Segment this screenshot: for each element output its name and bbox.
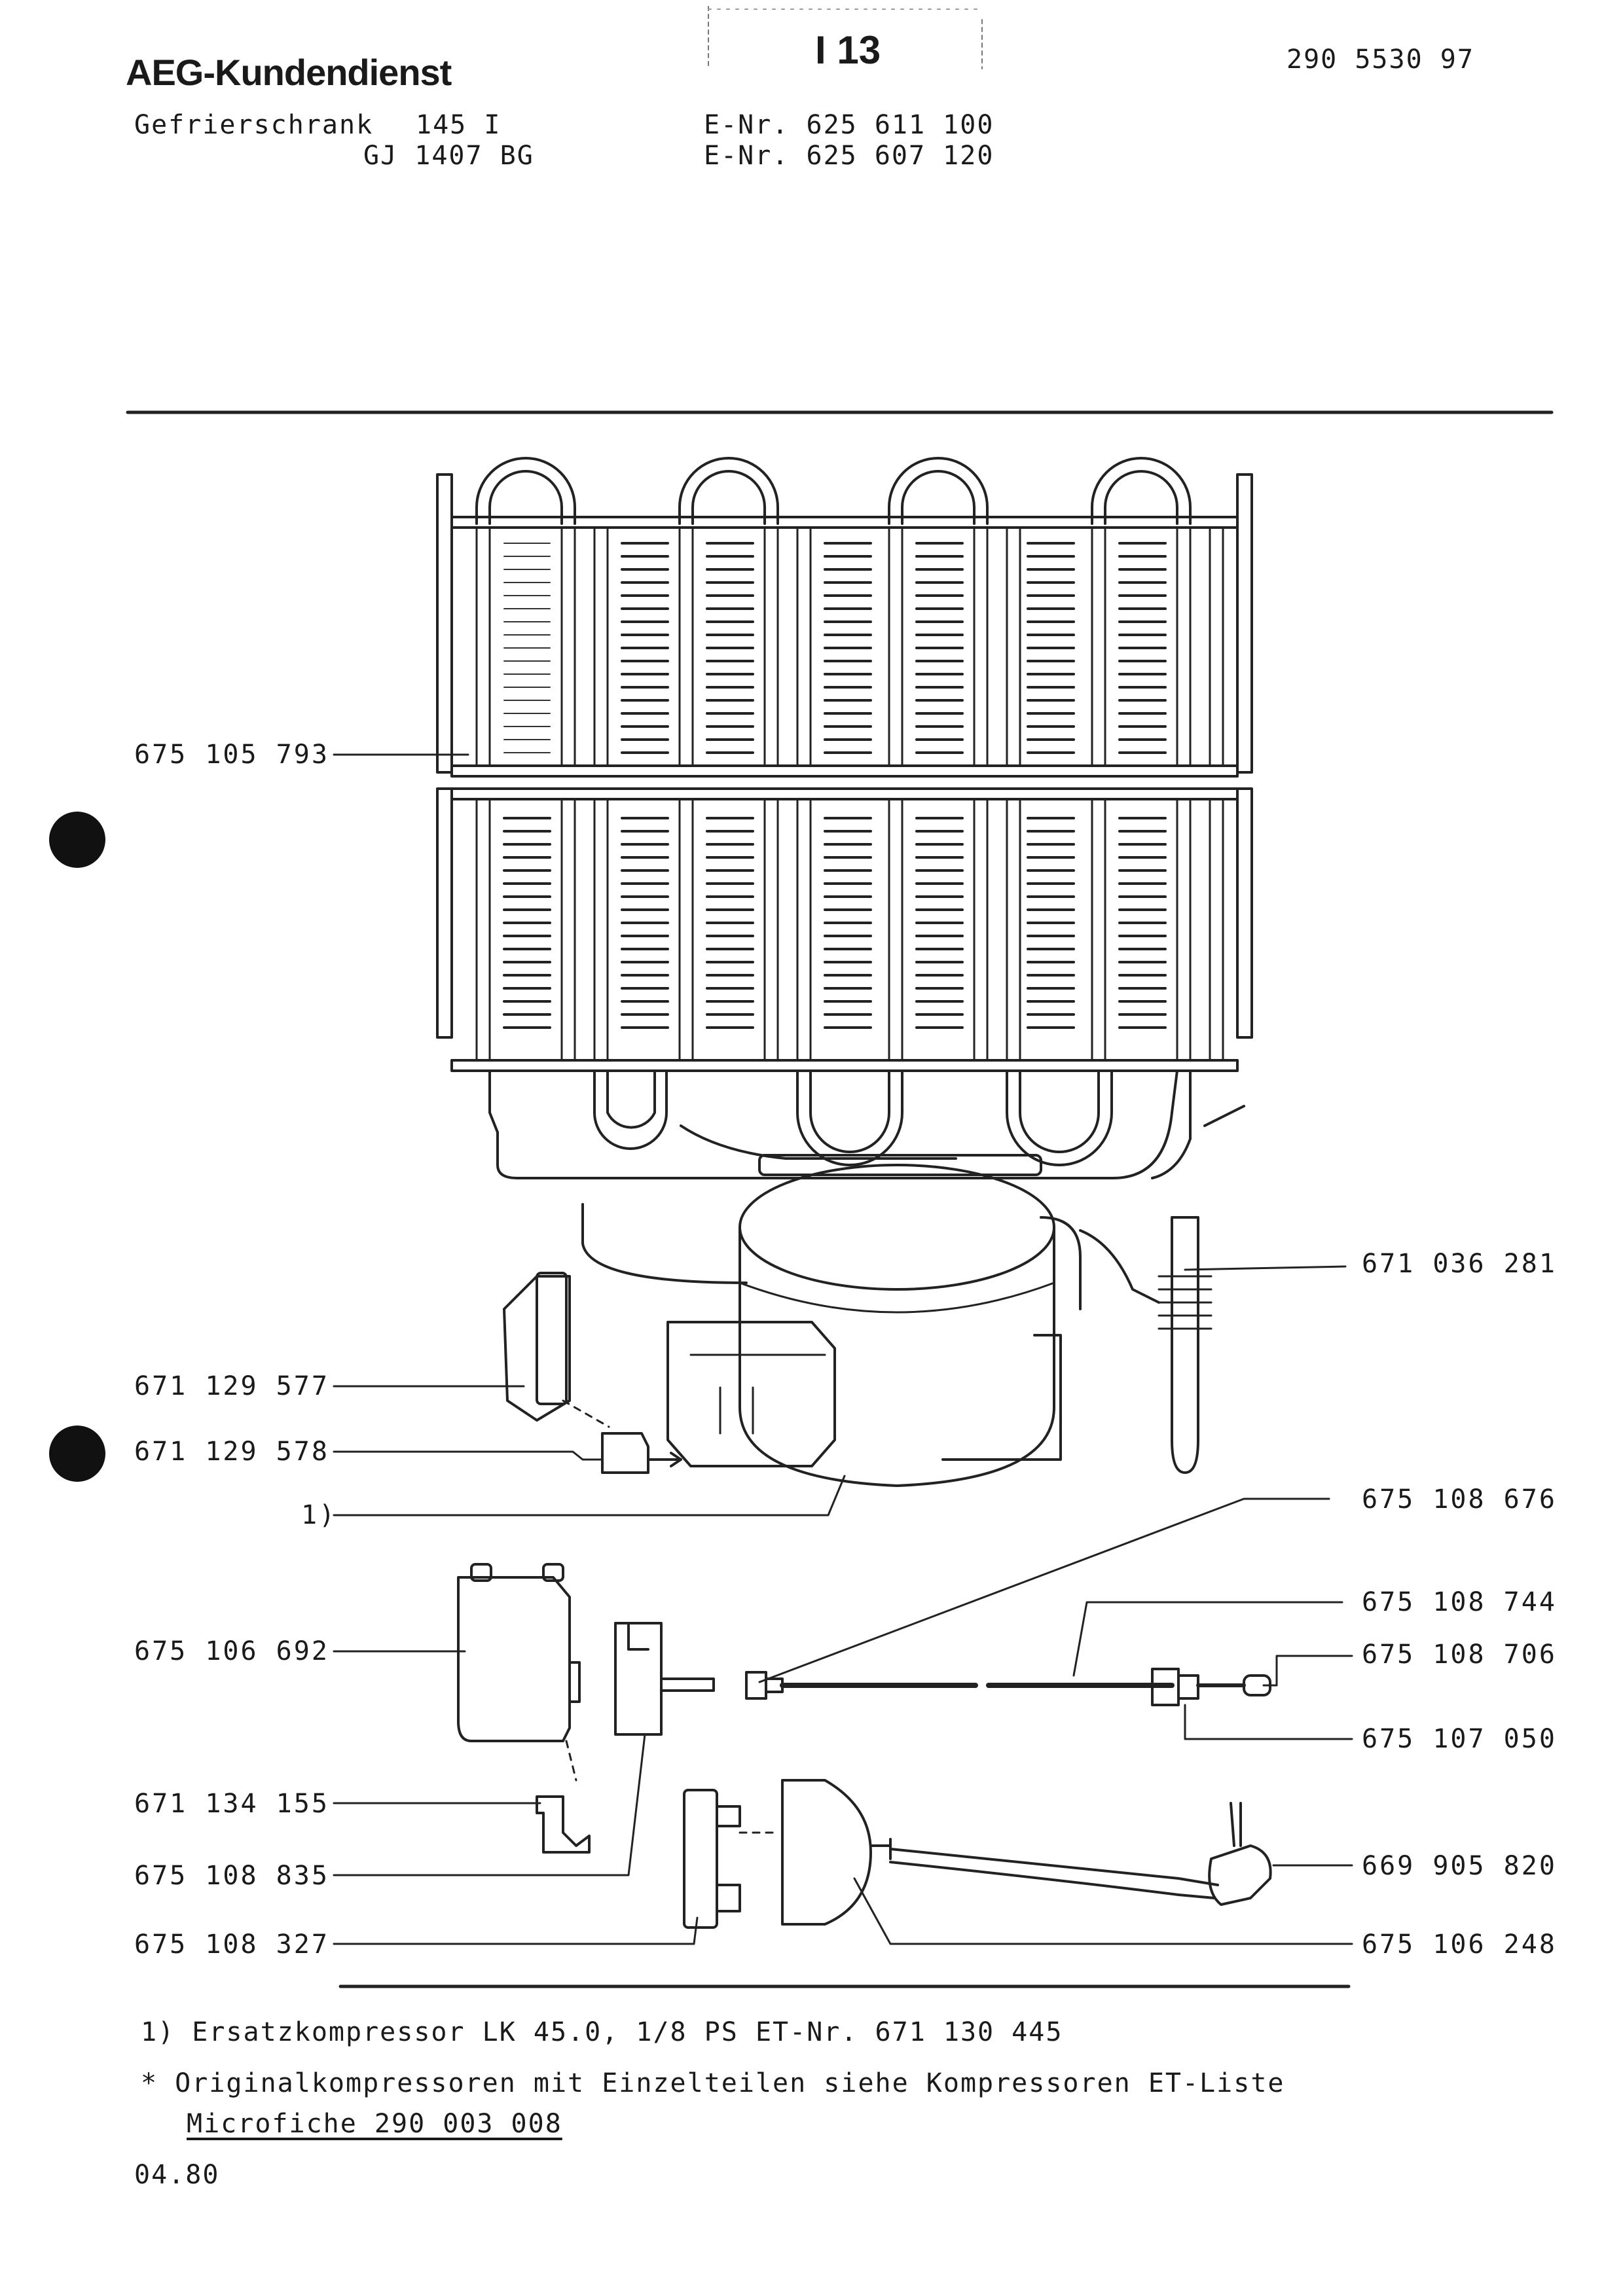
footnote-replacement-compressor: 1) Ersatzkompressor LK 45.0, 1/8 PS ET-N… (141, 2017, 1063, 2047)
label-thermostat-box: 675 106 692 (134, 1636, 329, 1666)
model-number-1: 145 I (416, 110, 501, 140)
capillary-coil-group (1079, 1105, 1245, 1474)
label-mains-plug: 669 905 820 (1362, 1851, 1557, 1881)
sheet-number: I 13 (815, 28, 881, 72)
condenser-group (436, 457, 1253, 1179)
punch-hole-top (49, 812, 105, 868)
model-number-2: GJ 1407 BG (363, 141, 534, 171)
label-675108327: 675 108 327 (134, 1929, 329, 1960)
label-675107050: 675 107 050 (1362, 1724, 1557, 1754)
e-number-1: E-Nr. 625 611 100 (704, 110, 994, 140)
brand-title: AEG-Kundendienst (126, 52, 452, 93)
label-condenser: 675 105 793 (134, 740, 329, 770)
label-675106248: 675 106 248 (1362, 1929, 1557, 1960)
compressor-group (581, 1154, 1082, 1487)
punch-hole-bottom (49, 1426, 105, 1482)
label-675108706: 675 108 706 (1362, 1640, 1557, 1670)
issue-date: 04.80 (134, 2160, 220, 2190)
footnote-original-compressors: * Originalkompressoren mit Einzelteilen … (141, 2068, 1285, 2098)
label-675108835: 675 108 835 (134, 1861, 329, 1891)
leader-capillary (1184, 1265, 1347, 1271)
appliance-type: Gefrierschrank (134, 110, 374, 140)
label-thermostat-capillary: 671 036 281 (1362, 1249, 1557, 1279)
document-number: 290 5530 97 (1286, 45, 1474, 75)
e-number-2: E-Nr. 625 607 120 (704, 141, 994, 171)
label-675108676: 675 108 676 (1362, 1484, 1557, 1515)
label-compressor-ref: 1) (301, 1500, 337, 1530)
footnote-microfiche: Microfiche 290 003 008 (187, 2109, 562, 2139)
label-relay-clip: 671 129 578 (134, 1437, 329, 1467)
label-671134155: 671 134 155 (134, 1789, 329, 1819)
label-675108744: 675 108 744 (1362, 1587, 1557, 1617)
label-relay-cover: 671 129 577 (134, 1371, 329, 1401)
